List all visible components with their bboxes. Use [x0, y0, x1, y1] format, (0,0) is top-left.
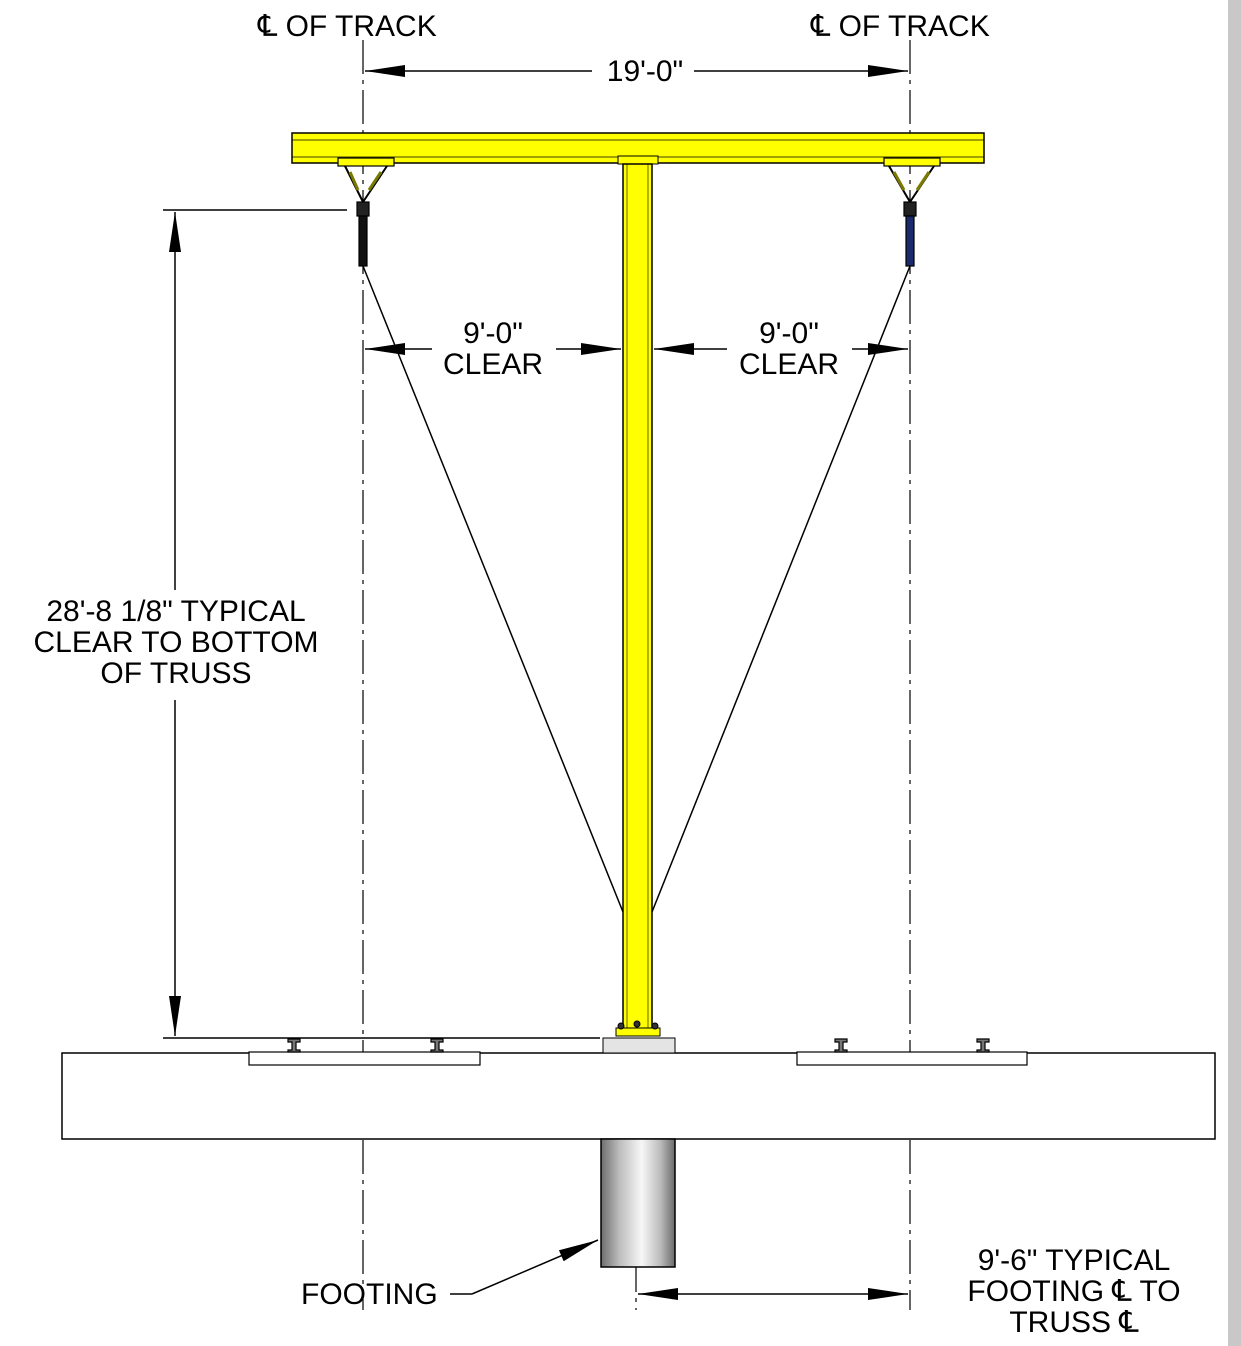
track-centerline-left-label: ℄ OF TRACK	[258, 10, 437, 43]
height-dimension-value: 28'-8 1/8" TYPICAL	[46, 595, 306, 628]
span-dimension-label: 19'-0"	[598, 56, 692, 87]
height-dimension-line3: OF TRUSS	[100, 657, 252, 690]
right-scrollbar-edge	[1228, 0, 1241, 1346]
footing-label: FOOTING	[301, 1278, 438, 1311]
concrete-slab	[61, 1052, 1216, 1140]
right-track	[796, 1038, 1028, 1066]
left-hanger	[337, 157, 395, 267]
clear-right-label: 9'-0" CLEAR	[728, 318, 850, 380]
clear-right-value: 9'-0"	[759, 317, 819, 350]
clear-left-label: 9'-0" CLEAR	[432, 318, 554, 380]
footing-dimension-line2: FOOTING ℄ TO	[967, 1275, 1181, 1308]
height-dimension-label: 28'-8 1/8" TYPICAL CLEAR TO BOTTOM OF TR…	[20, 596, 332, 689]
column-pad	[602, 1037, 676, 1054]
right-hanger	[883, 157, 941, 267]
clear-left-value: 9'-0"	[463, 317, 523, 350]
footing-leader	[450, 1239, 599, 1295]
footing-dimension-value: 9'-6" TYPICAL	[977, 1244, 1171, 1277]
truss-column	[622, 163, 653, 1033]
left-track	[248, 1038, 481, 1066]
column-base-plate	[615, 1020, 661, 1037]
height-dimension	[163, 209, 600, 1039]
footing-dimension-label: 9'-6" TYPICAL FOOTING ℄ TO TRUSS ℄	[950, 1245, 1198, 1338]
height-dimension-line2: CLEAR TO BOTTOM	[33, 626, 319, 659]
support-cables	[362, 265, 911, 913]
track-centerline-right-label: ℄ OF TRACK	[811, 10, 990, 43]
clear-right-text: CLEAR	[738, 348, 840, 381]
footing-dimension-line3: TRUSS ℄	[1009, 1306, 1139, 1339]
footing-pier	[600, 1138, 676, 1268]
clear-left-text: CLEAR	[442, 348, 544, 381]
